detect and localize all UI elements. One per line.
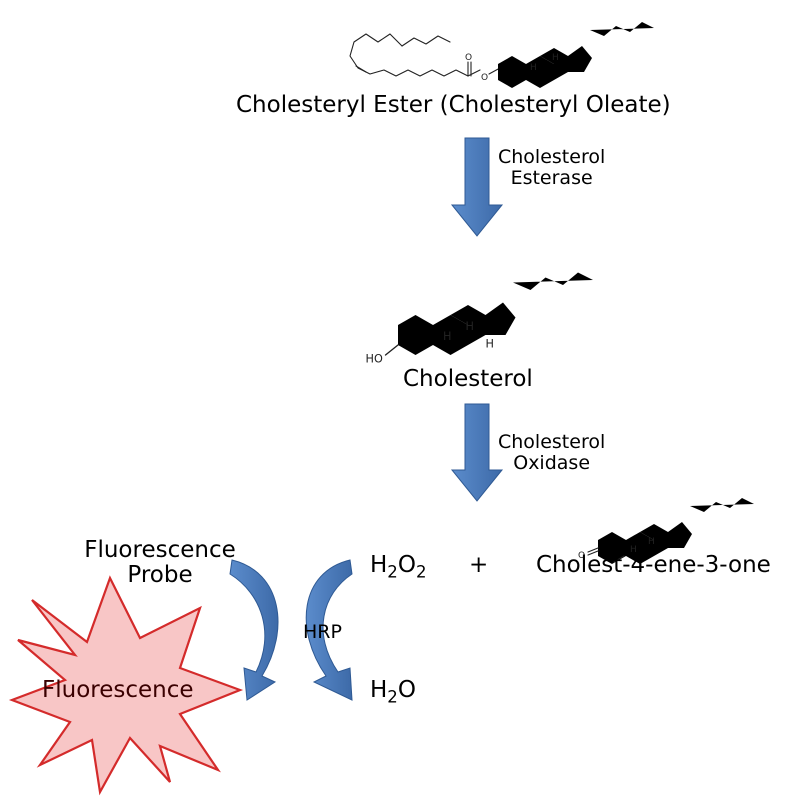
cholesterol-label: Cholesterol	[403, 366, 533, 392]
h2o2-sub2: 2	[415, 562, 427, 582]
esterase-arrow	[450, 137, 504, 237]
plus-sign: +	[469, 552, 489, 578]
h2o2-h: H	[370, 552, 388, 578]
oxidase-label-line2: Oxidase	[513, 451, 591, 474]
ester-oxygen-label: O	[481, 73, 488, 83]
ketone-oxygen-label: O	[578, 551, 585, 561]
probe-label: Fluorescence Probe	[70, 537, 250, 589]
cholestenone-structure: O H H	[578, 484, 754, 564]
h2o2-to-water-arrow	[305, 559, 353, 701]
stereo-h-label: H	[630, 545, 637, 555]
cholesteryl-ester-structure: O O H H	[349, 8, 654, 88]
stereo-h-label: H	[443, 330, 451, 343]
stereo-h-label: H	[648, 537, 655, 547]
hydrogen-peroxide-label: H2O2	[370, 552, 427, 582]
h2o-h: H	[370, 677, 388, 703]
probe-label-line2: Probe	[127, 562, 193, 589]
cholestenone-label: Cholest-4-ene-3-one	[536, 552, 771, 578]
probe-label-line1: Fluorescence	[84, 537, 236, 563]
stereo-h-label: H	[552, 53, 559, 63]
stereo-h-label: H	[530, 63, 537, 73]
oxidase-label: Cholesterol Oxidase	[498, 432, 605, 474]
oxidase-label-line1: Cholesterol	[498, 431, 606, 453]
stereo-h-label: H	[466, 320, 474, 333]
esterase-label-line2: Esterase	[510, 166, 593, 189]
h2o2-sub1: 2	[387, 562, 398, 582]
h2o2-o: O	[397, 552, 416, 578]
hrp-label: HRP	[303, 621, 342, 643]
oxidase-arrow	[450, 403, 504, 502]
hydroxyl-label: HO	[366, 353, 383, 366]
fluorescence-star	[8, 575, 244, 796]
fluorescence-signal-label: Fluorescence	[42, 677, 194, 703]
cholesterol-structure: HO H H H	[366, 255, 593, 366]
cholesteryl-ester-label: Cholesteryl Ester (Cholesteryl Oleate)	[236, 92, 671, 118]
h2o-sub: 2	[387, 687, 398, 707]
carbonyl-oxygen-label: O	[465, 53, 472, 63]
stereo-h-label: H	[486, 338, 494, 351]
water-label: H2O	[370, 677, 416, 707]
probe-to-fluorescence-arrow	[229, 559, 279, 701]
h2o-o: O	[397, 677, 416, 703]
esterase-label: Cholesterol Esterase	[498, 147, 605, 189]
esterase-label-line1: Cholesterol	[498, 146, 606, 168]
